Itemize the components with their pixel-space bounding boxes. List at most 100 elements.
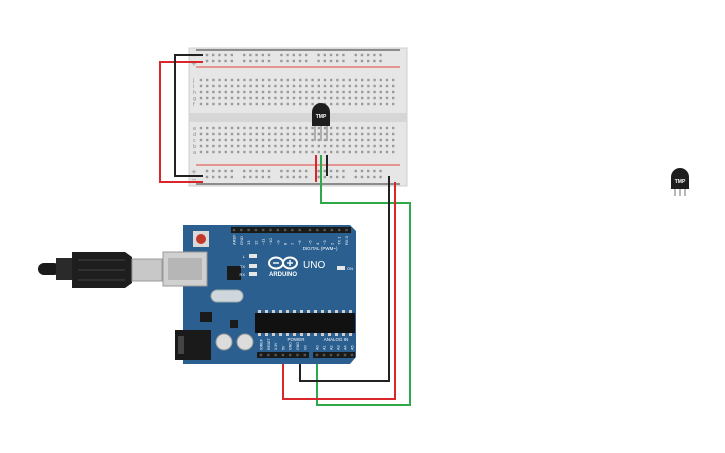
breadboard-hole[interactable]	[255, 126, 258, 130]
breadboard-hole[interactable]	[323, 84, 327, 88]
breadboard-hole[interactable]	[249, 132, 252, 136]
rail-hole[interactable]	[354, 169, 357, 173]
digital-pin[interactable]	[330, 228, 334, 232]
rail-hole[interactable]	[205, 175, 209, 179]
breadboard-hole[interactable]	[330, 90, 333, 94]
breadboard-hole[interactable]	[336, 84, 339, 88]
digital-pin[interactable]	[291, 228, 294, 232]
breadboard-hole[interactable]	[224, 150, 227, 154]
breadboard-hole[interactable]	[249, 78, 252, 82]
breadboard-hole[interactable]	[342, 150, 345, 154]
breadboard-hole[interactable]	[392, 126, 395, 130]
analog-pin[interactable]	[329, 353, 333, 357]
rail-hole[interactable]	[379, 53, 382, 57]
rail-hole[interactable]	[342, 59, 345, 63]
breadboard-hole[interactable]	[317, 96, 320, 100]
breadboard-hole[interactable]	[218, 126, 221, 130]
breadboard-hole[interactable]	[348, 90, 351, 94]
breadboard-hole[interactable]	[330, 144, 333, 148]
breadboard-hole[interactable]	[354, 96, 358, 100]
breadboard-hole[interactable]	[367, 126, 370, 130]
breadboard-hole[interactable]	[274, 96, 277, 100]
rail-hole[interactable]	[267, 53, 271, 57]
digital-pin[interactable]	[240, 228, 243, 232]
digital-pin[interactable]	[269, 228, 272, 232]
breadboard-hole[interactable]	[274, 144, 277, 148]
breadboard-hole[interactable]	[243, 102, 246, 106]
breadboard-hole[interactable]	[261, 96, 265, 100]
breadboard-hole[interactable]	[224, 144, 227, 148]
breadboard-hole[interactable]	[280, 132, 283, 136]
breadboard-hole[interactable]	[268, 102, 271, 106]
breadboard-hole[interactable]	[330, 78, 333, 82]
breadboard-hole[interactable]	[305, 96, 308, 100]
breadboard-hole[interactable]	[311, 96, 314, 100]
breadboard-hole[interactable]	[199, 144, 203, 148]
breadboard-hole[interactable]	[299, 96, 302, 100]
breadboard-hole[interactable]	[299, 150, 302, 154]
digital-pin[interactable]	[338, 228, 341, 232]
digital-pin[interactable]	[276, 228, 279, 232]
breadboard-hole[interactable]	[330, 138, 333, 142]
breadboard-hole[interactable]	[230, 138, 234, 142]
breadboard-hole[interactable]	[292, 96, 296, 100]
rail-hole[interactable]	[261, 53, 264, 57]
rail-hole[interactable]	[329, 59, 333, 63]
rail-hole[interactable]	[379, 169, 382, 173]
rail-hole[interactable]	[255, 59, 258, 63]
rail-hole[interactable]	[354, 53, 357, 57]
breadboard-hole[interactable]	[243, 132, 246, 136]
breadboard-hole[interactable]	[292, 132, 296, 136]
breadboard-hole[interactable]	[342, 96, 345, 100]
breadboard-hole[interactable]	[336, 132, 339, 136]
breadboard-hole[interactable]	[336, 138, 339, 142]
breadboard-hole[interactable]	[348, 84, 351, 88]
breadboard-hole[interactable]	[206, 132, 209, 136]
breadboard-hole[interactable]	[379, 144, 382, 148]
breadboard-hole[interactable]	[367, 102, 370, 106]
rail-hole[interactable]	[336, 175, 339, 179]
breadboard-hole[interactable]	[305, 84, 308, 88]
breadboard-hole[interactable]	[268, 90, 271, 94]
breadboard-hole[interactable]	[230, 126, 234, 130]
reset-button[interactable]	[196, 234, 206, 244]
breadboard-hole[interactable]	[286, 144, 289, 148]
breadboard-hole[interactable]	[317, 144, 320, 148]
breadboard-hole[interactable]	[385, 78, 389, 82]
rail-hole[interactable]	[298, 169, 302, 173]
breadboard-hole[interactable]	[292, 102, 296, 106]
rail-hole[interactable]	[212, 59, 215, 63]
breadboard-hole[interactable]	[373, 90, 376, 94]
rail-hole[interactable]	[261, 59, 264, 63]
breadboard-hole[interactable]	[342, 144, 345, 148]
rail-hole[interactable]	[218, 175, 221, 179]
digital-header[interactable]	[231, 227, 351, 233]
breadboard-hole[interactable]	[342, 138, 345, 142]
breadboard-hole[interactable]	[224, 126, 227, 130]
breadboard-hole[interactable]	[392, 96, 395, 100]
rail-hole[interactable]	[329, 175, 333, 179]
rail-hole[interactable]	[317, 175, 320, 179]
breadboard-hole[interactable]	[255, 90, 258, 94]
breadboard-hole[interactable]	[280, 90, 283, 94]
breadboard-hole[interactable]	[199, 132, 203, 136]
rail-hole[interactable]	[292, 59, 295, 63]
breadboard-hole[interactable]	[261, 144, 265, 148]
breadboard-hole[interactable]	[311, 90, 314, 94]
rail-hole[interactable]	[360, 53, 364, 57]
rail-hole[interactable]	[224, 169, 227, 173]
breadboard-hole[interactable]	[342, 90, 345, 94]
power-pin[interactable]	[289, 353, 292, 357]
rail-hole[interactable]	[230, 53, 233, 57]
breadboard-hole[interactable]	[373, 84, 376, 88]
breadboard-hole[interactable]	[230, 102, 234, 106]
breadboard-hole[interactable]	[379, 102, 382, 106]
analog-pin[interactable]	[322, 353, 326, 357]
breadboard-hole[interactable]	[268, 96, 271, 100]
breadboard-hole[interactable]	[243, 126, 246, 130]
rail-hole[interactable]	[379, 175, 382, 179]
breadboard-hole[interactable]	[268, 78, 271, 82]
breadboard-hole[interactable]	[218, 132, 221, 136]
breadboard-hole[interactable]	[336, 144, 339, 148]
